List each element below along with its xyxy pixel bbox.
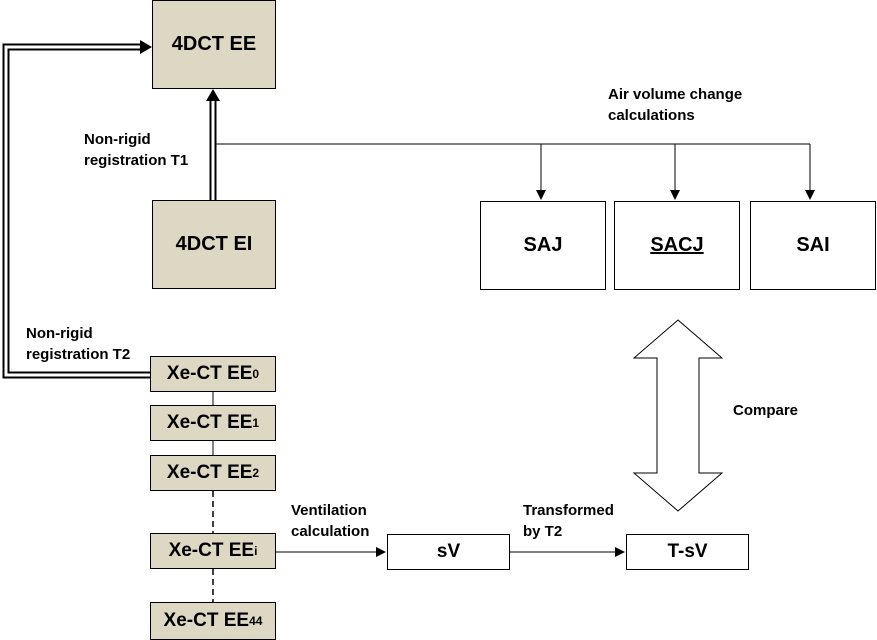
sv-label: sV: [436, 541, 461, 562]
4dct-ee-box: 4DCT EE: [152, 0, 276, 89]
transformed-label: Transformed by T2: [523, 500, 614, 542]
ventilation-label: Ventilation calculation: [291, 500, 369, 542]
label-line: by T2: [523, 523, 563, 540]
label-line: Transformed: [523, 502, 614, 519]
registration-t2-arrow: [2, 40, 152, 379]
t-sv-label: T-sV: [667, 541, 708, 562]
compare-text: Compare: [733, 402, 799, 419]
4dct-ei-box: 4DCT EI: [152, 200, 276, 289]
label-line: Non-rigid: [26, 325, 93, 342]
xe-ct-prefix: Xe-CT EE: [166, 412, 253, 433]
registration-t2-label: Non-rigid registration T2: [26, 323, 130, 365]
xe-ct-prefix: Xe-CT EE: [166, 363, 253, 384]
sai-label: SAI: [796, 234, 830, 256]
xe-ct-prefix: Xe-CT EE: [168, 540, 255, 561]
xe-ct-prefix: Xe-CT EE: [166, 462, 253, 483]
t-sv-box: T-sV: [626, 534, 749, 570]
4dct-ee-label: 4DCT EE: [171, 33, 257, 55]
label-line: calculation: [291, 523, 370, 540]
sai-box: SAI: [750, 201, 876, 290]
sv-box: sV: [387, 534, 510, 570]
label-line: registration T2: [26, 346, 131, 363]
registration-t1-arrow: [206, 89, 220, 200]
label-line: calculations: [608, 107, 695, 124]
label-line: registration T1: [84, 152, 189, 169]
saj-box: SAJ: [480, 201, 606, 290]
label-line: Air volume change: [608, 86, 743, 103]
label-line: Non-rigid: [84, 131, 151, 148]
sacj-label: SACJ: [650, 234, 704, 256]
xe-ct-prefix: Xe-CT EE: [163, 610, 250, 631]
compare-double-arrow: [632, 319, 724, 512]
compare-label: Compare: [733, 400, 798, 421]
4dct-ei-label: 4DCT EI: [175, 233, 253, 255]
label-line: Ventilation: [291, 502, 367, 519]
sacj-box: SACJ: [614, 201, 740, 290]
registration-t1-label: Non-rigid registration T1: [84, 129, 188, 171]
saj-label: SAJ: [523, 234, 563, 256]
air-volume-label: Air volume change calculations: [608, 84, 742, 126]
air-volume-connectors: [216, 143, 815, 200]
